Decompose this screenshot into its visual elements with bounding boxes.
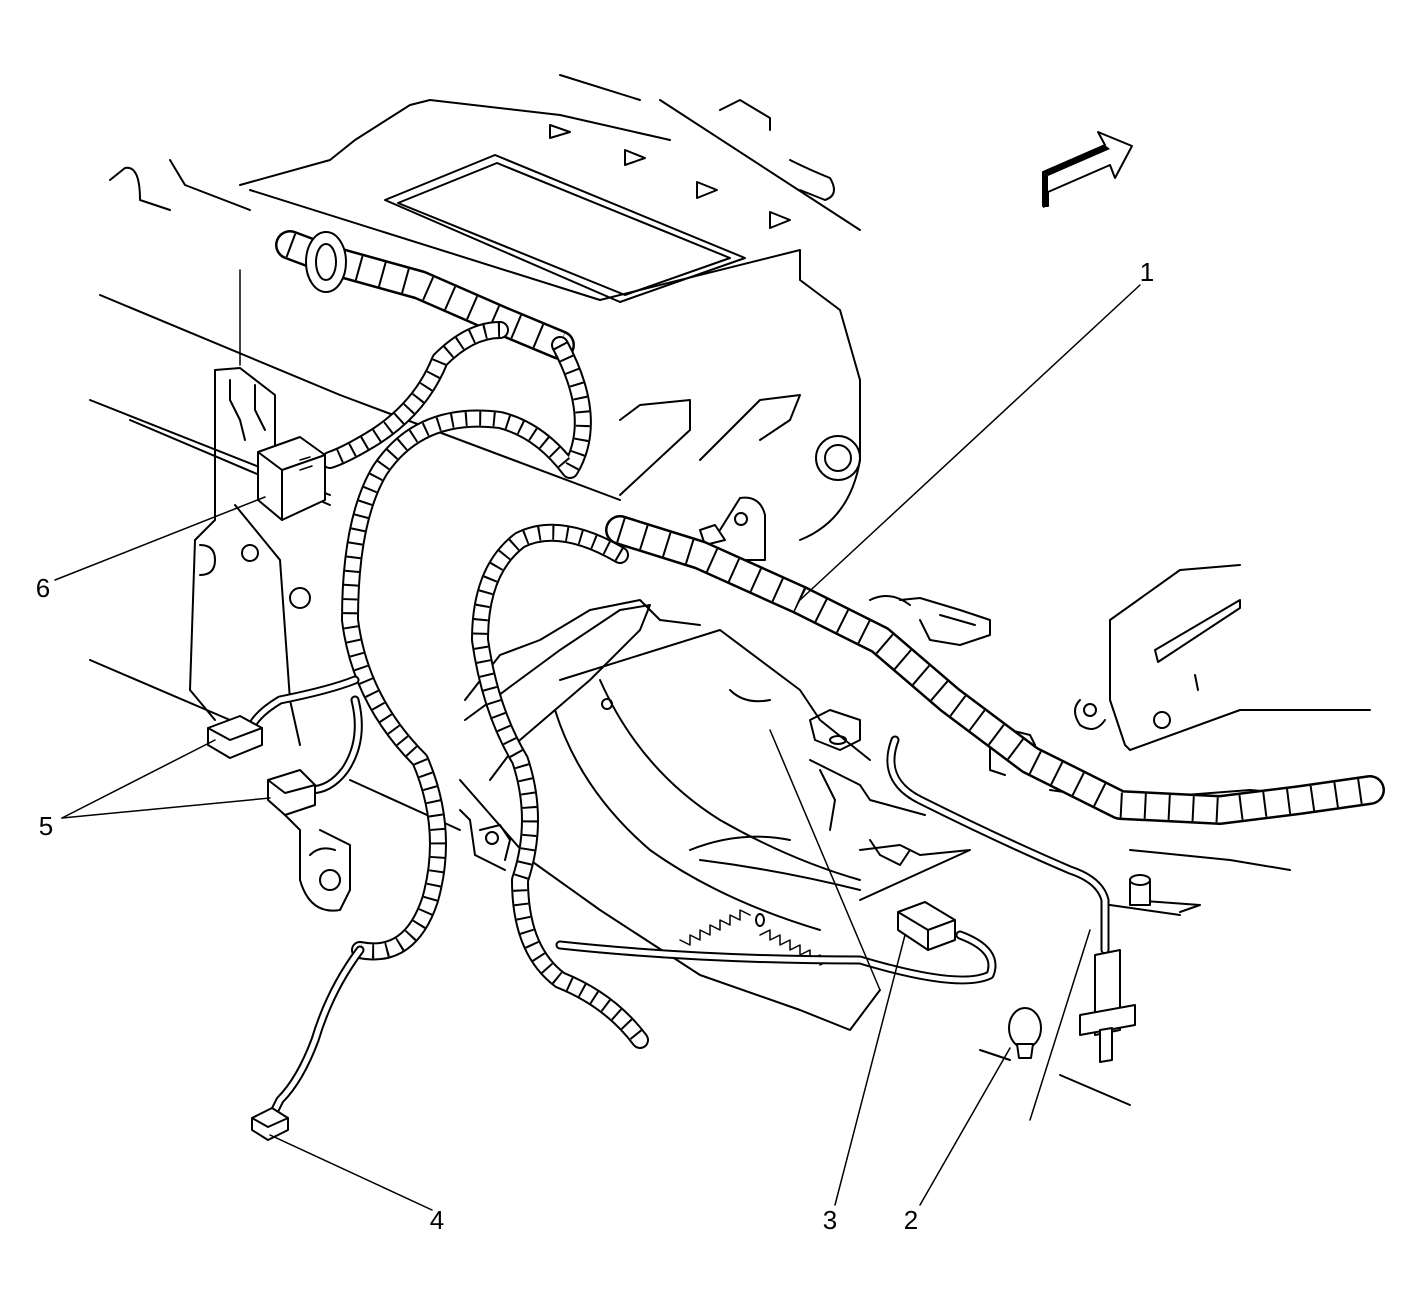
- connector-4: [251, 1107, 289, 1141]
- callout-4: 4: [429, 1205, 445, 1235]
- leader-4: [269, 1134, 433, 1211]
- connector-3: [897, 901, 956, 951]
- leader-3: [834, 934, 906, 1206]
- leader-1: [799, 284, 1141, 601]
- forward-direction-arrow-icon: [1042, 131, 1133, 208]
- callout-3: 3: [822, 1205, 838, 1235]
- connector-5-upper: [207, 715, 263, 759]
- callout-leaders: [54, 269, 1141, 1211]
- socket-2: [1079, 949, 1136, 1063]
- connector-6: [257, 436, 326, 521]
- leader-2b: [1029, 929, 1091, 1121]
- callout-5: 5: [38, 811, 54, 841]
- callout-1: 1: [1139, 257, 1155, 287]
- main-wiring-harness: [245, 230, 1385, 1125]
- leader-5a: [61, 739, 216, 819]
- callout-6: 6: [35, 573, 51, 603]
- leader-6: [54, 496, 266, 581]
- leader-2: [919, 1047, 1011, 1206]
- bulb-2: [1008, 1007, 1042, 1059]
- leader-3b: [769, 729, 881, 991]
- connector-5-lower: [267, 769, 316, 816]
- leader-5b: [61, 797, 271, 819]
- callout-2: 2: [903, 1205, 919, 1235]
- instrument-panel-structure: [89, 74, 1371, 1106]
